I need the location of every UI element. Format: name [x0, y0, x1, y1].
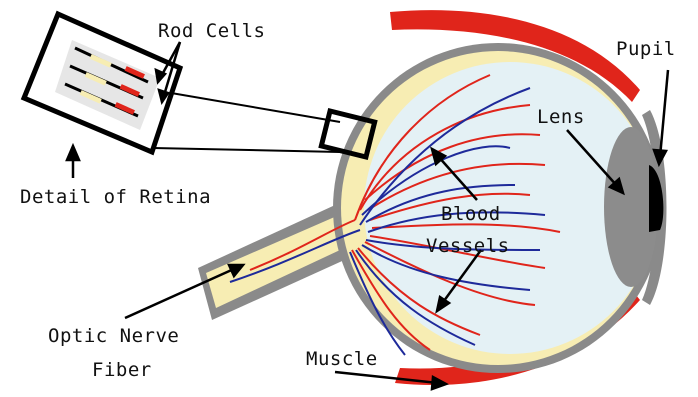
label-optic-nerve: Optic Nerve: [48, 325, 179, 347]
label-muscle: Muscle: [306, 348, 378, 370]
label-vessels: Vessels: [426, 235, 510, 257]
label-pupil: Pupil: [616, 38, 676, 60]
label-lens: Lens: [537, 106, 585, 128]
label-rod-cells: Rod Cells: [158, 20, 265, 42]
label-blood: Blood: [441, 203, 501, 225]
label-detail-of-retina: Detail of Retina: [20, 186, 211, 208]
label-fiber: Fiber: [92, 359, 152, 381]
